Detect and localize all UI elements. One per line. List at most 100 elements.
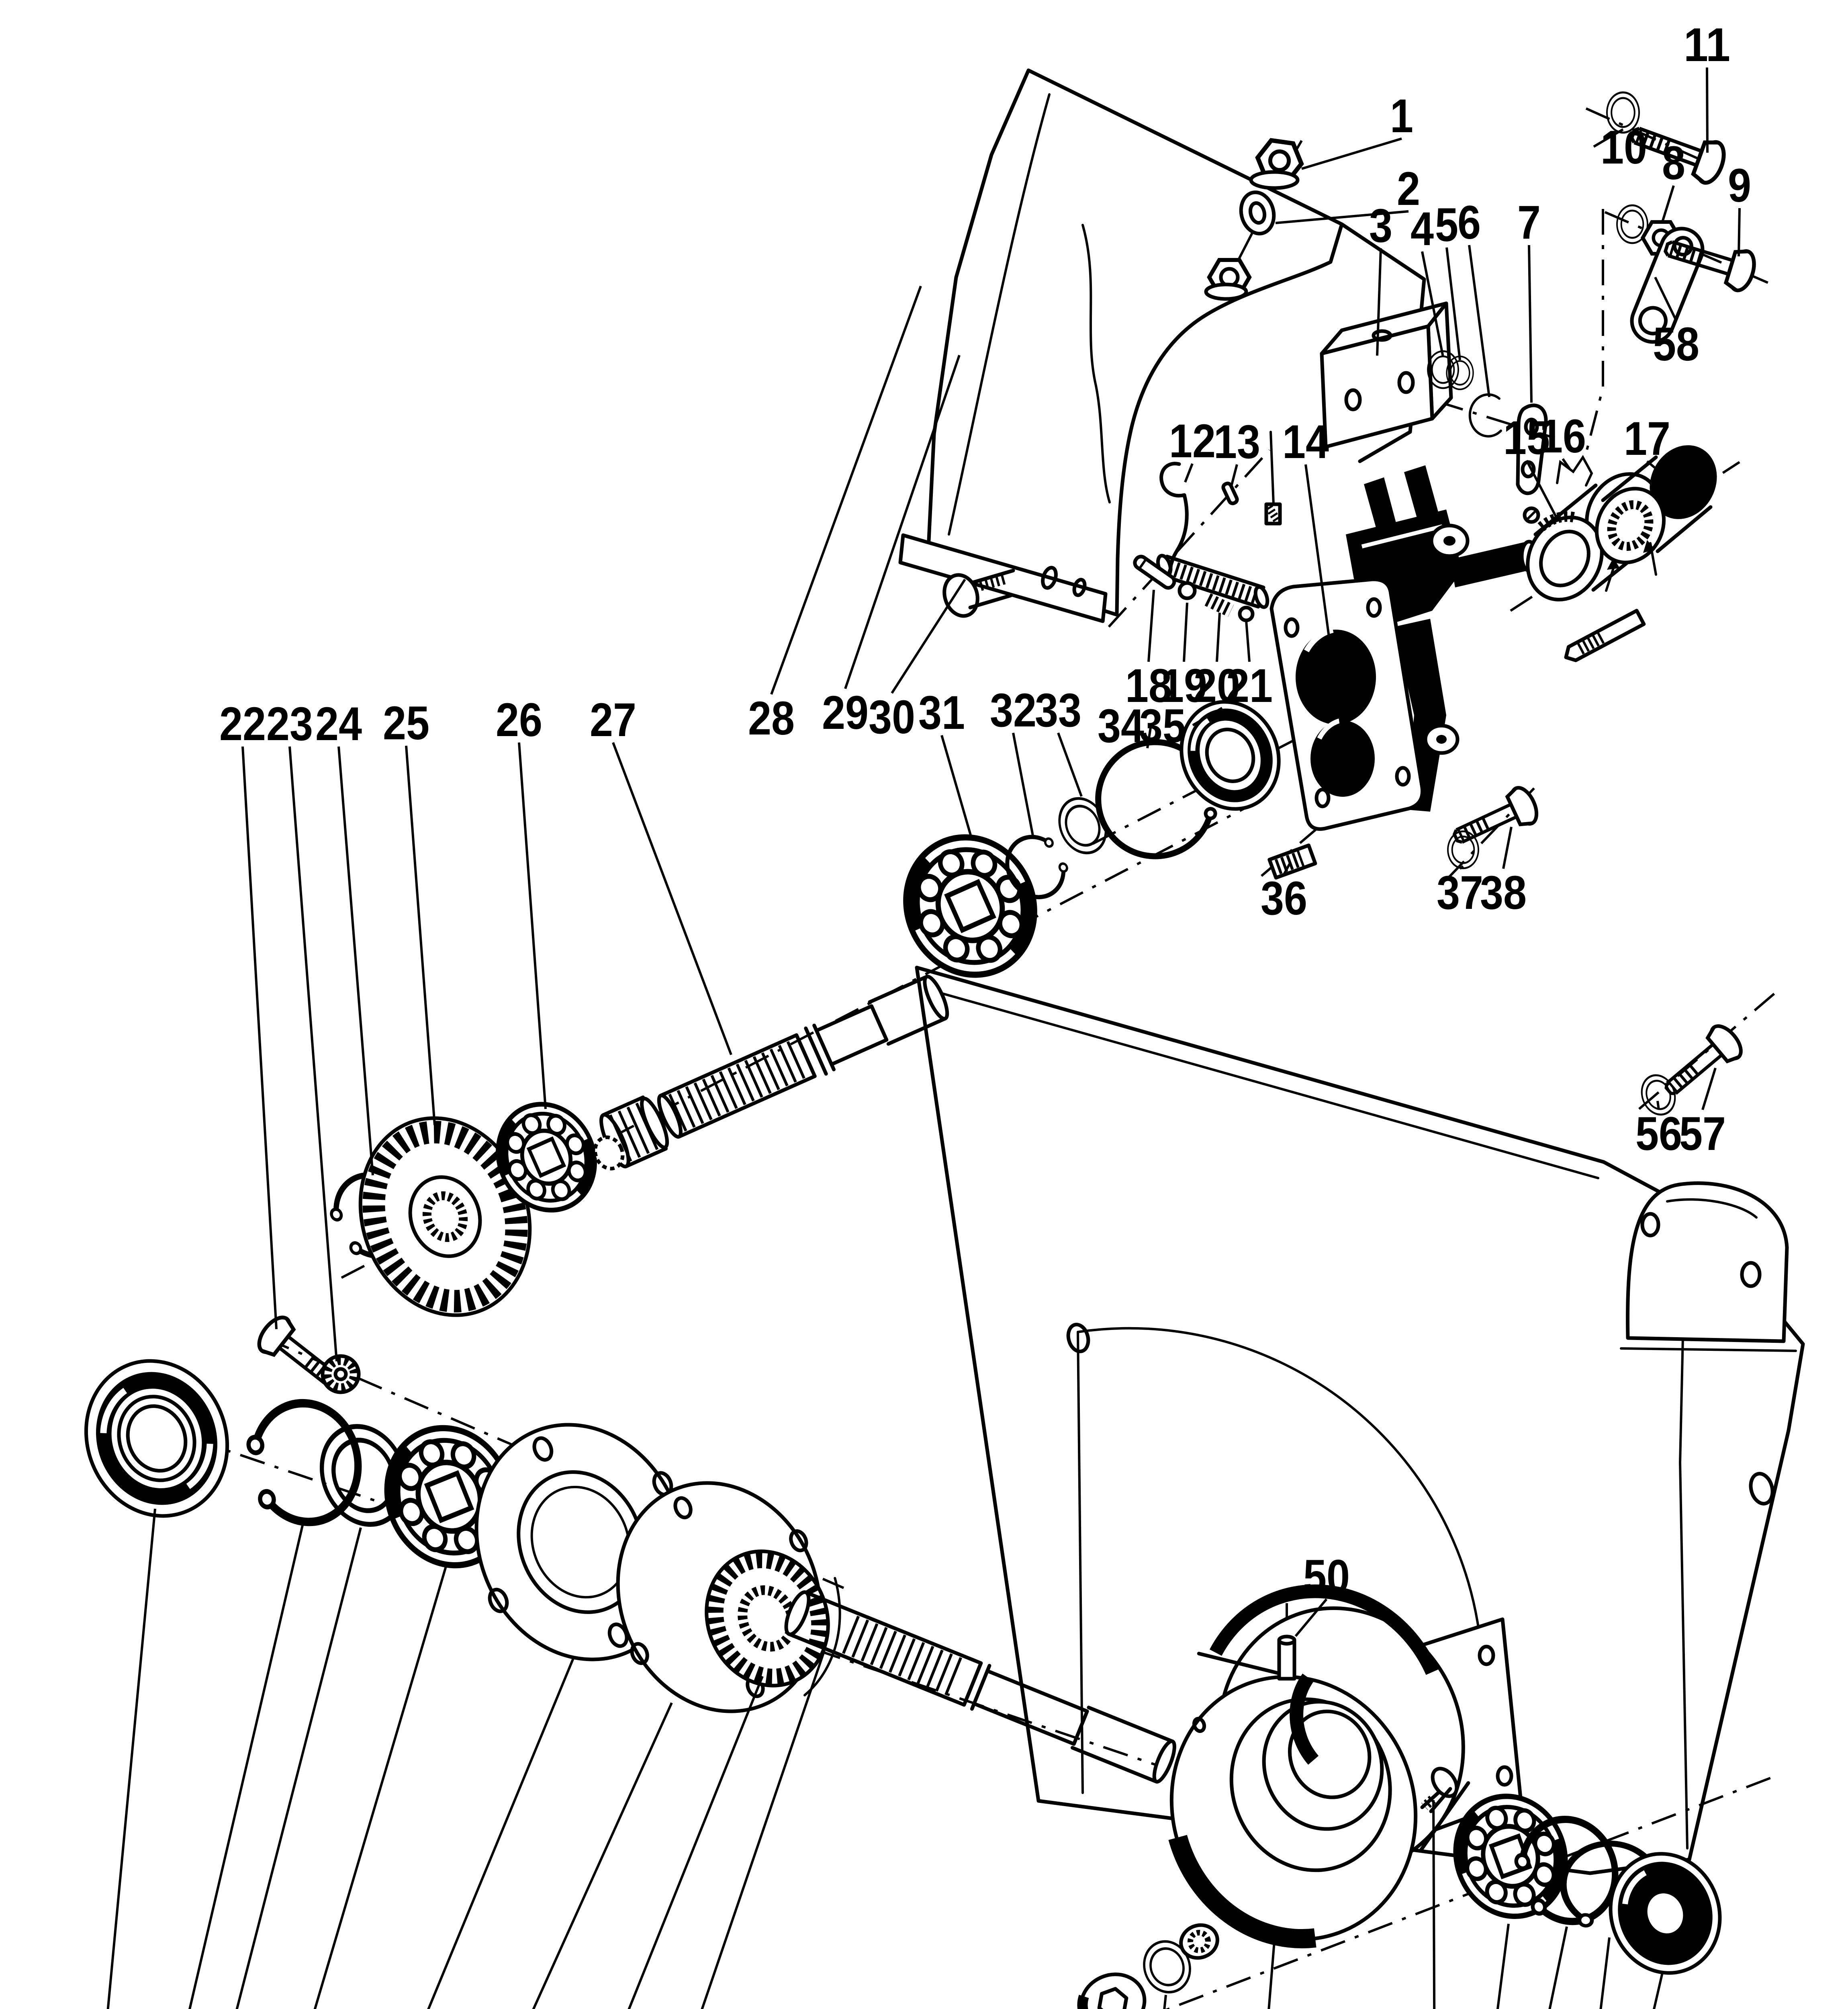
pin-18 (1133, 554, 1176, 590)
leader-line-12-12 (1184, 463, 1194, 483)
leader-line-6-5 (1468, 245, 1490, 397)
leader-line-5-4 (1445, 247, 1461, 360)
spline-gear-45 (705, 1549, 830, 1688)
side-bracket-plate (1620, 1181, 1797, 1352)
leader-line-4-3 (1421, 251, 1444, 357)
leader-line-27-27 (612, 742, 732, 1056)
leader-line-15-15 (1525, 460, 1559, 521)
callout-18-18: 18 (1125, 659, 1172, 712)
leader-line-41-55 (1548, 1926, 1568, 2009)
plate-fasteners (1267, 784, 1542, 880)
callout-19-19: 19 (1161, 659, 1207, 712)
seal-39 (84, 1359, 229, 1518)
leader-line-7-6 (1528, 245, 1533, 403)
leader-line-55-57 (1653, 1972, 1664, 2009)
leader-line-51-53 (1432, 1800, 1436, 2009)
leader-line-8-7 (1661, 185, 1675, 222)
callout-58-11: 58 (1653, 318, 1699, 371)
callout-8-7: 8 (1662, 137, 1685, 190)
leader-line-50-39 (1294, 1598, 1328, 1637)
leader-line-30-30 (891, 579, 966, 694)
right-fastener-cluster (1607, 92, 1758, 344)
panel-bolt-pair (1636, 1021, 1746, 1119)
leader-line-57-41 (1701, 1068, 1717, 1110)
washer-19 (1177, 581, 1197, 600)
callout-25-25: 25 (383, 697, 429, 750)
callout-5-4: 5 (1435, 198, 1458, 252)
leader-line-40-43 (188, 1522, 305, 2009)
leader-line-52-54 (1496, 1923, 1510, 2009)
bracket-group (1320, 301, 1548, 524)
callout-31-31: 31 (918, 686, 965, 739)
leader-line-13-13 (1230, 464, 1238, 487)
callout-3-2: 3 (1369, 199, 1392, 252)
callout-16-16: 16 (1539, 410, 1586, 463)
leader-line-3-2 (1376, 248, 1382, 356)
callout-11-10: 11 (1684, 18, 1730, 72)
callout-23-23: 23 (266, 698, 313, 751)
clip-6 (1468, 393, 1502, 438)
callout-35-35: 35 (1139, 700, 1186, 753)
leader-line-34-34 (1146, 725, 1152, 749)
bearing-housing-49 (1168, 1584, 1470, 1948)
leader-line-39-42 (106, 1508, 156, 2009)
centre-lines (96, 107, 1776, 2009)
leader-line-58-11 (1654, 276, 1677, 321)
lever-12 (1159, 462, 1189, 572)
callout-21-21: 21 (1226, 659, 1273, 712)
dowel-pin-50 (1277, 1635, 1296, 1681)
detent-rod (1264, 431, 1282, 526)
callout-10-9: 10 (1601, 121, 1647, 174)
ball-bearing-31 (884, 817, 1056, 996)
shifter-mechanism (1133, 431, 1538, 831)
detent-pin-long (1564, 609, 1646, 662)
callout-38-38: 38 (1480, 866, 1527, 919)
leader-line-37-37 (1459, 865, 1464, 870)
leader-line-19-19 (1183, 602, 1188, 662)
gasket-plate-14 (1269, 577, 1425, 831)
leader-line-46-49 (701, 1650, 826, 2009)
callout-56-40: 56 (1635, 1107, 1682, 1160)
callout-50-39: 50 (1303, 1550, 1350, 1603)
callout-26-26: 26 (496, 694, 542, 747)
leader-line-17-17 (1646, 460, 1675, 485)
star-washer-23 (321, 1354, 361, 1394)
spring-20 (1204, 593, 1234, 617)
cover-fasteners (1204, 139, 1304, 301)
leader-line-24-24 (337, 746, 374, 1176)
hex-bolt-38 (1448, 784, 1542, 855)
leader-line-2-1 (1275, 210, 1409, 224)
leader-line-41-44 (235, 1527, 362, 2009)
socket-plug-47 (1077, 1972, 1147, 2009)
callout-22-22: 22 (219, 698, 266, 751)
coupling-group (1526, 445, 1717, 662)
callout-6-5: 6 (1458, 196, 1481, 249)
leader-line-14-14 (1304, 464, 1345, 747)
leader-line-16-16 (1562, 458, 1571, 470)
callout-15-15: 15 (1503, 411, 1550, 464)
washer-5 (1447, 356, 1473, 389)
seal-ring-35 (1180, 700, 1281, 811)
callout-30-30: 30 (869, 691, 915, 744)
callout-4-3: 4 (1411, 203, 1434, 256)
hex-bolt-57 (1656, 1021, 1746, 1105)
callout-27-27: 27 (590, 694, 636, 747)
leader-line-32-32 (1012, 732, 1034, 838)
leader-line-20-20 (1216, 612, 1221, 662)
callout-37-37: 37 (1437, 866, 1483, 919)
callout-57-41: 57 (1679, 1107, 1726, 1160)
leader-line-43-46 (427, 1657, 575, 2009)
leader-line-48-51 (1163, 1995, 1167, 2009)
callout-12-12: 12 (1169, 415, 1216, 468)
callout-1-0: 1 (1390, 90, 1413, 143)
leader-line-54-56 (1599, 1937, 1611, 2009)
callout-34-34: 34 (1098, 700, 1144, 753)
leader-line-33-33 (1057, 732, 1083, 797)
leader-line-22-22 (241, 746, 278, 1330)
callout-17-17: 17 (1624, 412, 1670, 465)
bracket-front-face (1320, 324, 1434, 449)
callout-32-32: 32 (990, 684, 1036, 737)
